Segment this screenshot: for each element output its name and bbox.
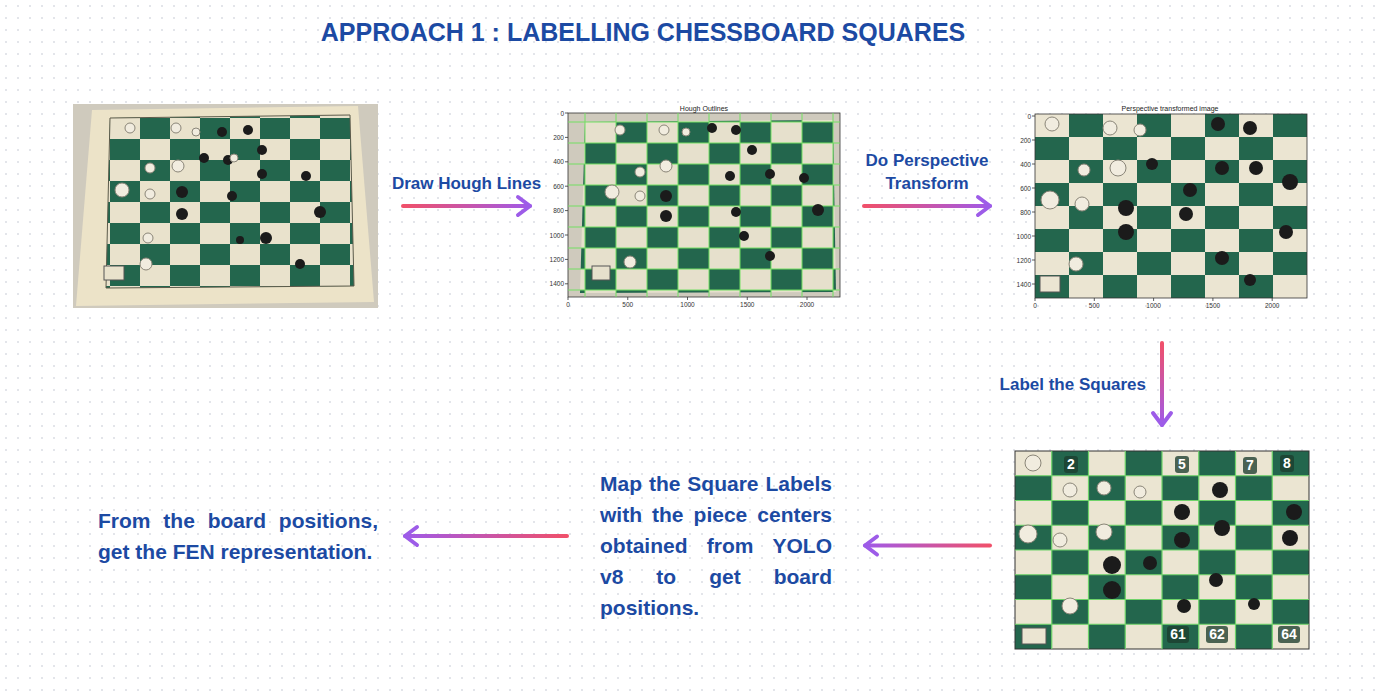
square-number: 5 — [1175, 456, 1189, 473]
axis-tick: 0 — [566, 301, 570, 308]
arrow-shaft — [1160, 343, 1164, 425]
labelled-board-frame: 2 5 7 8 61 62 64 — [1015, 451, 1309, 649]
step-text: Map the Square Labels with the piece cen… — [600, 468, 832, 623]
axis-tick: 600 — [1020, 185, 1031, 192]
arrow-head — [978, 197, 990, 215]
axis-tick: 0 — [1033, 302, 1037, 309]
step-text: From the board positions, get the FEN re… — [98, 505, 378, 567]
axis-tick: 2000 — [800, 301, 814, 308]
axis-tick: 400 — [1020, 161, 1031, 168]
step-text: Map the Square Labels with the piece cen… — [600, 468, 832, 623]
axis-tick: 1000 — [1146, 302, 1160, 309]
flow-arrow — [403, 197, 530, 215]
flow-arrow — [405, 527, 567, 545]
arrow-head — [518, 197, 530, 215]
labelled-board — [1015, 451, 1309, 649]
axis-tick: 1200 — [1017, 257, 1031, 264]
arrow-label: Do Perspective Transform — [852, 149, 1002, 195]
axis-tick: 500 — [1089, 302, 1100, 309]
arrow-label: Label the Squares — [1000, 373, 1146, 396]
plot-title: Perspective transformed image — [1122, 105, 1219, 112]
axis-tick: 1500 — [740, 301, 754, 308]
flow-arrow — [1153, 343, 1171, 425]
flow-arrow — [865, 537, 990, 555]
axis-tick: 0 — [560, 110, 564, 117]
axis-tick: 200 — [1020, 137, 1031, 144]
square-number: 8 — [1280, 455, 1294, 472]
perspective-plot — [1032, 114, 1307, 301]
photo-frame — [73, 104, 378, 308]
axis-tick: 800 — [1020, 209, 1031, 216]
arrow-label: Draw Hough Lines — [392, 172, 541, 195]
hough-plot — [565, 113, 840, 300]
plot-frame: Perspective transformed image — [1005, 104, 1310, 308]
square-number: 61 — [1167, 626, 1189, 643]
axis-tick: 1400 — [550, 280, 564, 287]
diagram-title: APPROACH 1 : LABELLING CHESSBOARD SQUARE… — [321, 18, 966, 47]
axis-tick: 1000 — [1017, 233, 1031, 240]
axis-tick: 1200 — [550, 256, 564, 263]
flow-arrow — [864, 197, 990, 215]
step-text: From the board positions, get the FEN re… — [98, 505, 378, 567]
axis-tick: 1500 — [1206, 302, 1220, 309]
square-number: 64 — [1278, 626, 1300, 643]
axis-tick: 0 — [1027, 113, 1031, 120]
axis-tick: 1000 — [680, 301, 694, 308]
arrow-head — [405, 527, 417, 545]
arrow-head — [1153, 413, 1171, 425]
plot-frame: Hough Outlines — [540, 104, 845, 308]
axis-tick: 1000 — [550, 232, 564, 239]
axis-tick: 200 — [553, 134, 564, 141]
square-number: 62 — [1206, 626, 1228, 643]
arrow-shaft — [405, 534, 567, 538]
axis-tick: 2000 — [1265, 302, 1279, 309]
arrow-shaft — [865, 544, 990, 548]
axis-tick: 400 — [553, 158, 564, 165]
plot-title: Hough Outlines — [680, 105, 728, 112]
arrow-head — [865, 537, 877, 555]
arrow-shaft — [403, 204, 530, 208]
axis-tick: 1400 — [1017, 281, 1031, 288]
square-number: 2 — [1064, 456, 1078, 473]
axis-tick: 600 — [553, 183, 564, 190]
square-number: 7 — [1243, 457, 1257, 474]
axis-tick: 500 — [622, 301, 633, 308]
chessboard-photo — [73, 104, 378, 308]
axis-tick: 800 — [553, 207, 564, 214]
arrow-shaft — [864, 204, 990, 208]
